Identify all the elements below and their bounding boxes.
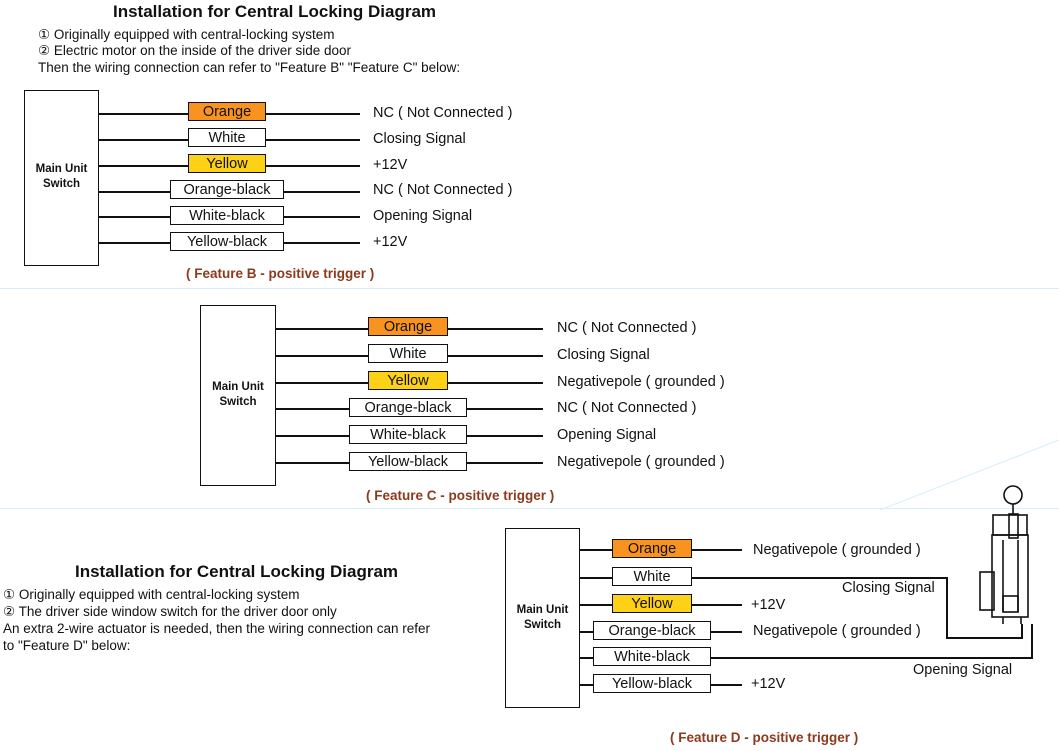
- feature-d-box-label-line-1: Main Unit: [516, 604, 569, 616]
- signal-label: Closing Signal: [373, 131, 466, 147]
- wire-label-yellow-black: Yellow-black: [349, 452, 467, 471]
- feature-c-main-unit-label: Main Unit Switch: [200, 380, 276, 410]
- signal-label: +12V: [373, 234, 408, 250]
- section-divider-top: [0, 288, 1059, 289]
- signal-label: NC ( Not Connected ): [557, 400, 697, 416]
- signal-label: +12V: [751, 676, 786, 692]
- signal-label: Negativepole ( grounded ): [557, 374, 725, 390]
- feature-b-title: Installation for Central Locking Diagram: [113, 2, 437, 21]
- closing-signal-label: Closing Signal: [842, 580, 935, 596]
- feature-b-note-2: ② Electric motor on the inside of the dr…: [38, 43, 351, 58]
- feature-d-title: Installation for Central Locking Diagram: [75, 562, 399, 581]
- wire-label-white: White: [188, 128, 266, 147]
- feature-b-note-3: Then the wiring connection can refer to …: [38, 60, 461, 75]
- feature-d-main-unit-label: Main Unit Switch: [505, 603, 580, 633]
- wire-label-orange: Orange: [188, 102, 266, 121]
- wire-label-yellow: Yellow: [612, 594, 692, 613]
- feature-c-box-label-line-2: Switch: [219, 396, 257, 408]
- wire-label-white-black: White-black: [349, 425, 467, 444]
- wire-label-orange-black: Orange-black: [593, 621, 711, 640]
- signal-label: Opening Signal: [557, 427, 657, 443]
- feature-d-note-3: An extra 2-wire actuator is needed, then…: [3, 621, 430, 636]
- wire-label-white: White: [368, 344, 448, 363]
- signal-label: +12V: [751, 597, 786, 613]
- door-lock-actuator-icon: [979, 485, 1029, 624]
- feature-b-box-label-line-1: Main Unit: [35, 163, 88, 175]
- wire-label-yellow: Yellow: [188, 154, 266, 173]
- feature-b-caption: ( Feature B - positive trigger ): [186, 266, 375, 281]
- feature-b-main-unit-label: Main Unit Switch: [24, 162, 99, 192]
- signal-label: NC ( Not Connected ): [373, 105, 513, 121]
- feature-d-caption: ( Feature D - positive trigger ): [670, 730, 859, 745]
- wire-label-white-black: White-black: [593, 647, 711, 666]
- wire-label-orange: Orange: [368, 317, 448, 336]
- signal-label: Negativepole ( grounded ): [753, 623, 921, 639]
- wire-label-white: White: [612, 567, 692, 586]
- feature-b-note-1: ① Originally equipped with central-locki…: [38, 27, 335, 42]
- signal-label: Closing Signal: [557, 347, 650, 363]
- feature-d-note-1: ① Originally equipped with central-locki…: [3, 587, 300, 602]
- wire-label-white-black: White-black: [170, 206, 284, 225]
- feature-d-note-4: to "Feature D" below:: [3, 638, 131, 653]
- wire-label-yellow-black: Yellow-black: [593, 674, 711, 693]
- feature-d-note-2: ② The driver side window switch for the …: [3, 604, 337, 619]
- feature-c-caption: ( Feature C - positive trigger ): [366, 488, 555, 503]
- wire-label-orange-black: Orange-black: [349, 398, 467, 417]
- signal-label: Negativepole ( grounded ): [753, 542, 921, 558]
- feature-c-main-unit-box: [200, 305, 276, 486]
- feature-b-main-unit-box: [24, 90, 99, 266]
- signal-label: Opening Signal: [373, 208, 473, 224]
- wire-label-yellow-black: Yellow-black: [170, 232, 284, 251]
- signal-label: NC ( Not Connected ): [373, 182, 513, 198]
- opening-signal-label: Opening Signal: [913, 662, 1013, 678]
- wire-label-orange: Orange: [612, 539, 692, 558]
- feature-b-box-label-line-2: Switch: [42, 178, 81, 190]
- signal-label: NC ( Not Connected ): [557, 320, 697, 336]
- wire-label-yellow: Yellow: [368, 371, 448, 390]
- signal-label: Negativepole ( grounded ): [557, 454, 725, 470]
- signal-label: +12V: [373, 157, 408, 173]
- feature-c-box-label-line-1: Main Unit: [212, 381, 264, 393]
- wire-label-orange-black: Orange-black: [170, 180, 284, 199]
- feature-d-main-unit-box: [505, 528, 580, 708]
- section-divider-middle: [0, 508, 1059, 509]
- feature-d-box-label-line-2: Switch: [523, 619, 562, 631]
